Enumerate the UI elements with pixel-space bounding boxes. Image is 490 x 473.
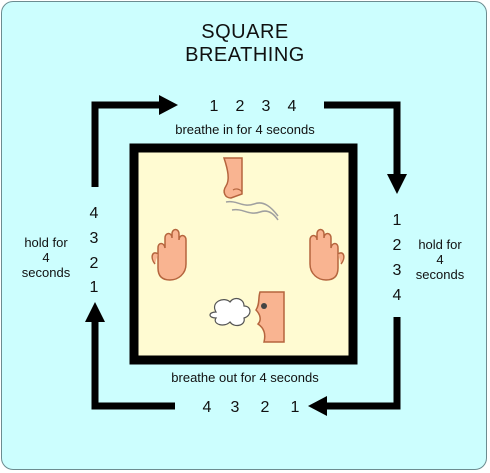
- arrow-top: [91, 101, 159, 187]
- left-count-2: 2: [89, 255, 99, 272]
- left-label-line-3: seconds: [21, 265, 71, 280]
- diagram-canvas: [85, 95, 407, 416]
- right-label-line-1: hold for: [418, 237, 462, 252]
- right-count-2: 2: [392, 237, 402, 254]
- right-count-4: 4: [392, 287, 402, 304]
- left-count-3: 3: [89, 230, 99, 247]
- arrow-top-head: [159, 95, 178, 115]
- bottom-count-4: 4: [202, 399, 212, 416]
- arrow-right-head: [387, 174, 407, 194]
- title-line-2: BREATHING: [185, 44, 305, 66]
- left-count-4: 4: [89, 205, 99, 222]
- arrow-left: [91, 322, 175, 410]
- top-caption: breathe in for 4 seconds: [175, 122, 315, 137]
- top-count-3: 3: [261, 98, 271, 115]
- left-label: hold for 4 seconds: [14, 235, 78, 280]
- bottom-count-3: 3: [230, 399, 240, 416]
- right-count-1: 1: [392, 212, 402, 229]
- right-label-line-2: 4: [436, 252, 444, 267]
- arrow-bottom-head: [308, 396, 327, 416]
- arrow-left-head: [85, 302, 105, 322]
- left-label-line-1: hold for: [24, 235, 68, 250]
- right-label-line-3: seconds: [415, 267, 465, 282]
- right-label: hold for 4 seconds: [408, 237, 472, 282]
- left-label-line-2: 4: [42, 250, 50, 265]
- mouth-exhale-icon: [209, 291, 285, 343]
- right-count-3: 3: [392, 262, 402, 279]
- top-count-1: 1: [209, 98, 219, 115]
- nose-inhale-icon: [222, 157, 279, 221]
- bottom-caption: breathe out for 4 seconds: [171, 370, 319, 385]
- left-hand-stop-icon: [151, 228, 187, 281]
- title-line-1: SQUARE: [201, 21, 289, 43]
- top-count-4: 4: [287, 98, 297, 115]
- left-count-1: 1: [89, 279, 99, 296]
- arrow-bottom: [327, 317, 401, 410]
- top-count-2: 2: [235, 98, 245, 115]
- right-hand-stop-icon: [309, 228, 345, 281]
- bottom-count-1: 1: [290, 399, 300, 416]
- arrow-right: [324, 101, 401, 174]
- bottom-count-2: 2: [260, 399, 270, 416]
